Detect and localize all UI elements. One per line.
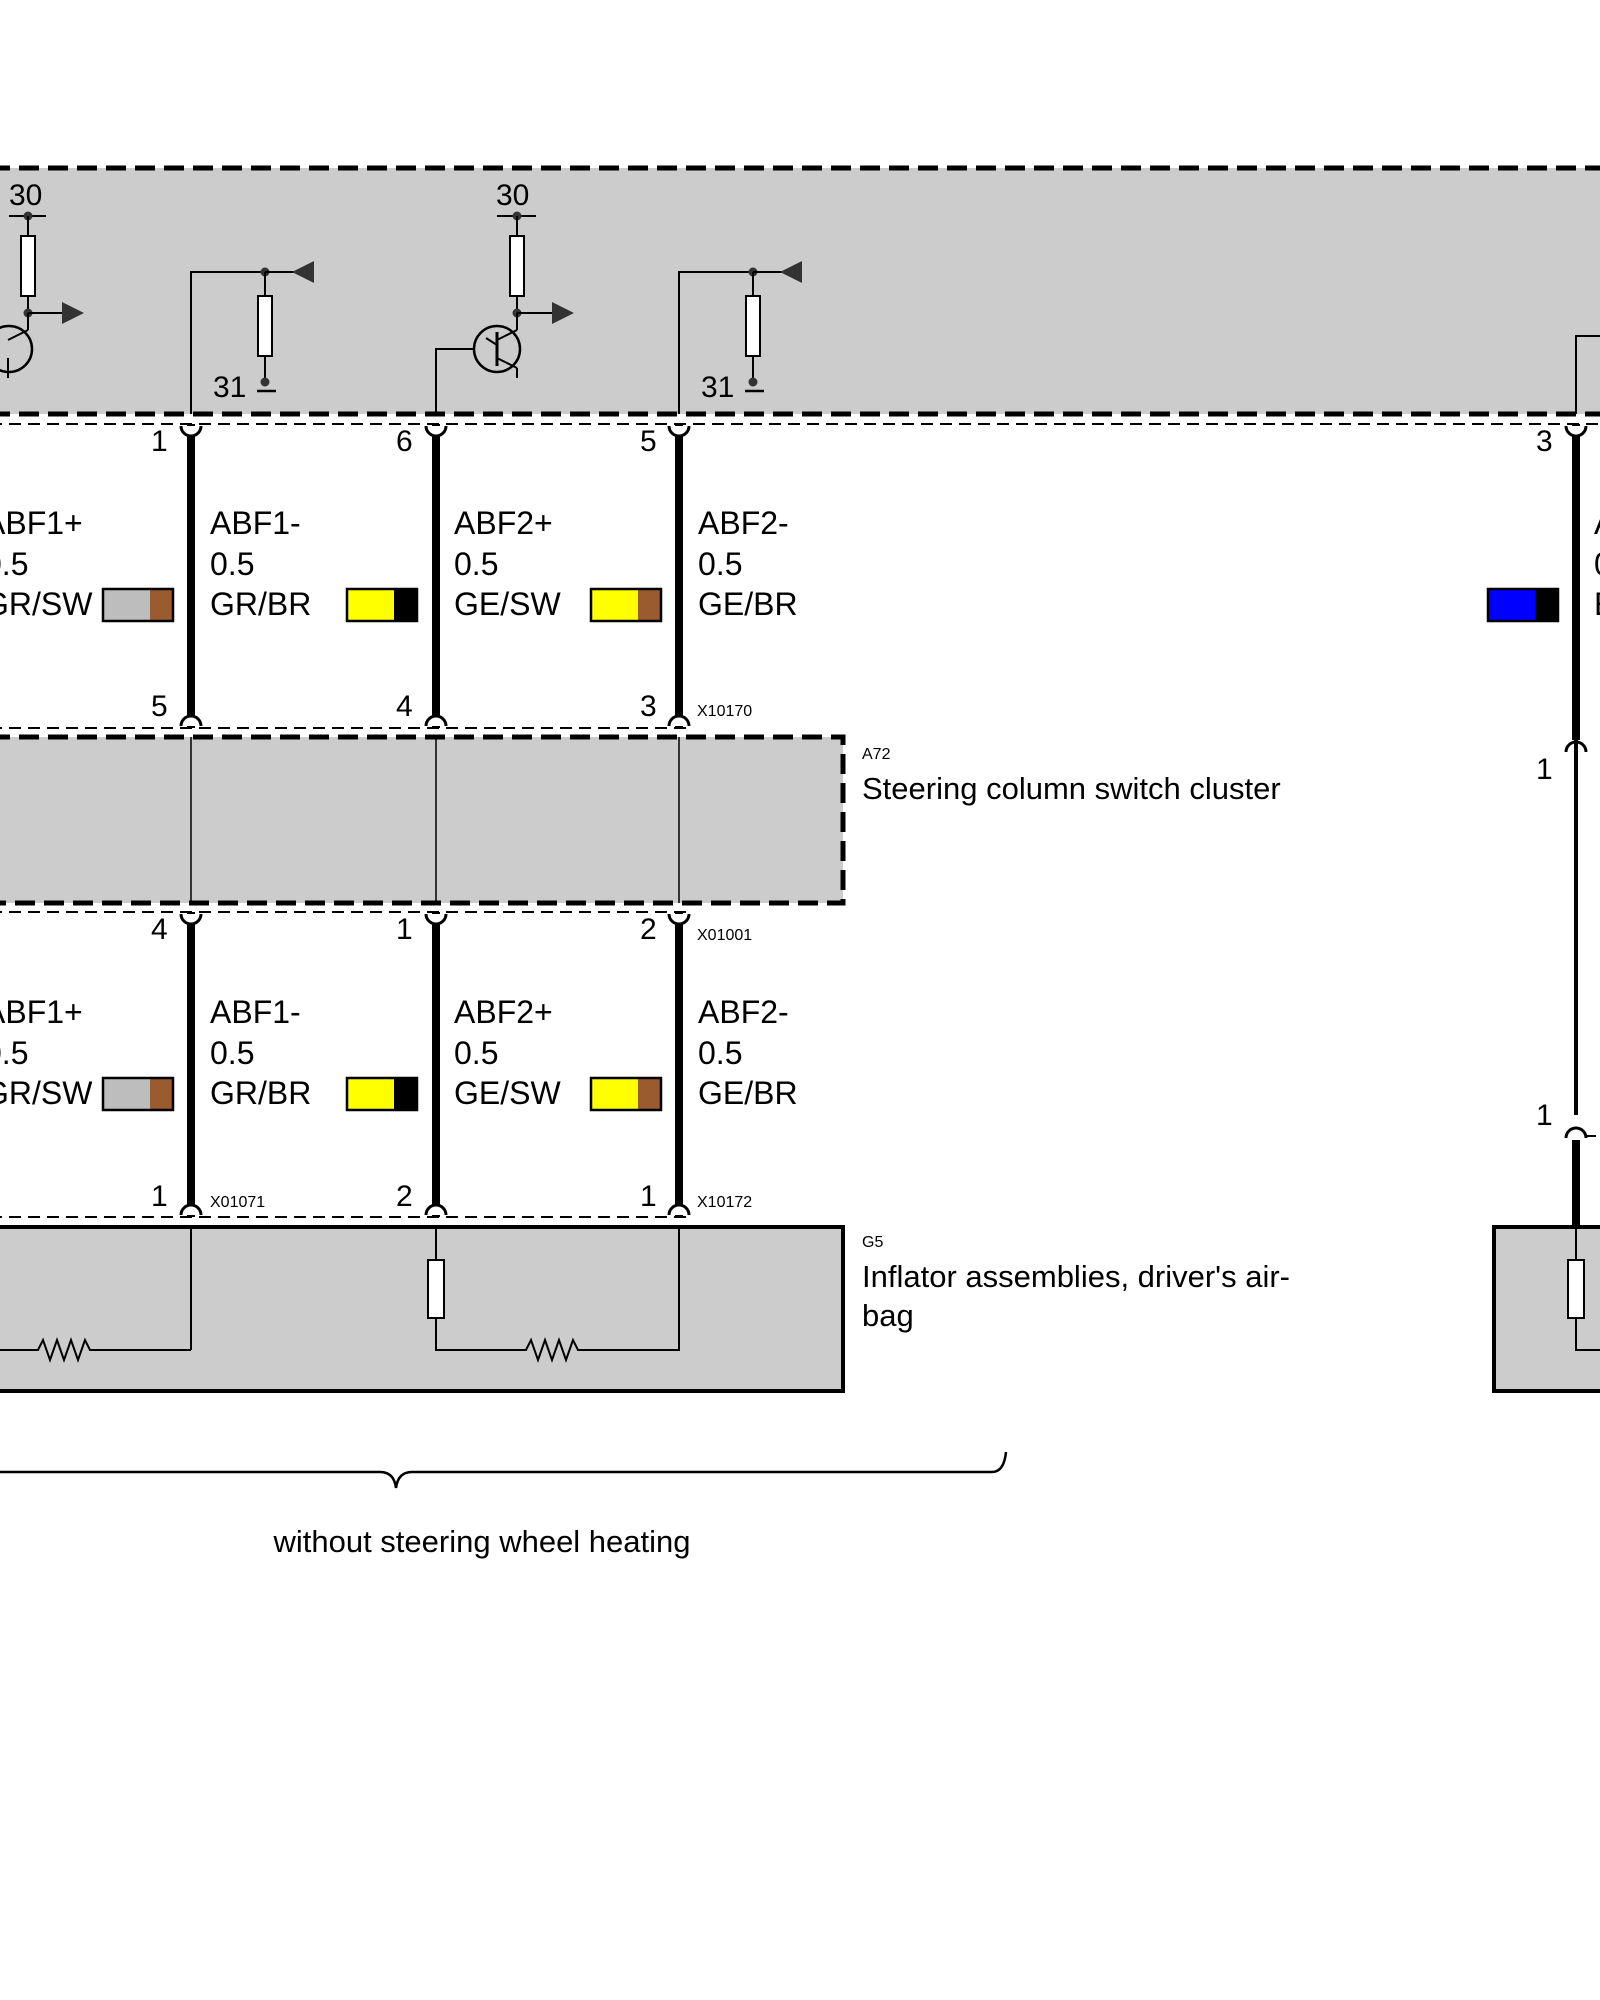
svg-text:E: E: [1594, 586, 1600, 622]
pin-label: 1: [151, 425, 168, 458]
svg-text:ABF2-: ABF2-: [698, 994, 789, 1030]
inflator-assemblies: G5 Inflator assemblies, driver's air- ba…: [0, 1225, 1290, 1393]
component-title-a72: Steering column switch cluster: [862, 771, 1281, 806]
pin-label: 3: [640, 690, 657, 723]
svg-text:GE/SW: GE/SW: [454, 586, 561, 622]
connector-label: X01071: [210, 1194, 265, 1211]
color-swatch: [589, 587, 663, 623]
wire-label-abf2-minus: ABF2- 0.5 GE/BR: [698, 505, 798, 622]
pin-label: 1: [396, 913, 413, 946]
connector-label: X01001: [697, 927, 752, 944]
wire-label-abf1-minus: ABF1- 0.5 GR/BR: [210, 994, 311, 1111]
resistor-left-supply: [20, 235, 36, 297]
ground-circuit-2: 31: [678, 261, 802, 414]
svg-text:ABF2+: ABF2+: [454, 505, 553, 541]
component-id-g5: G5: [862, 1234, 883, 1251]
color-swatch: [345, 1076, 419, 1112]
lower-harness: 4 1 2 1 X01001 1 2 1 X01071 X10172 ABF1+…: [0, 740, 1600, 1228]
svg-text:0.5: 0.5: [454, 1035, 498, 1071]
pin-label: 1: [640, 1180, 657, 1213]
brace-caption: without steering wheel heating: [272, 1524, 690, 1559]
wire-label-abf2-minus: ABF2- 0.5 GE/BR: [698, 994, 798, 1111]
svg-text:ABF2-: ABF2-: [698, 505, 789, 541]
resistor-right-supply: [509, 235, 525, 297]
svg-text:ABF1-: ABF1-: [210, 505, 301, 541]
arrow-icon: [62, 302, 84, 324]
svg-text:0.5: 0.5: [698, 546, 742, 582]
upper-harness: 1 6 5 3 5 4 3 1 X10170 ABF1+ 0.5 GR/SW A…: [0, 423, 1600, 786]
igniter-resistor-1: [0, 1336, 191, 1364]
color-swatch: [345, 587, 419, 623]
color-swatch: [101, 1076, 175, 1112]
svg-text:0.5: 0.5: [454, 546, 498, 582]
svg-text:0: 0: [1594, 546, 1600, 582]
wire-label-abf2-plus: ABF2+ 0.5 GE/SW: [454, 994, 561, 1111]
svg-text:GR/BR: GR/BR: [210, 1075, 311, 1111]
igniter-resistor-2: [435, 1227, 680, 1364]
inflator-assemblies-right-partial: [1492, 1225, 1600, 1393]
pin-label: 4: [396, 690, 413, 723]
resistor-ground-2: [745, 295, 761, 357]
arrow-icon: [552, 302, 574, 324]
color-swatch: [101, 587, 175, 623]
supply-circuit-left: 30: [0, 179, 84, 378]
svg-text:ABF1-: ABF1-: [210, 994, 301, 1030]
supply-30-label-right: 30: [496, 179, 529, 212]
resistor-ground-1: [257, 295, 273, 357]
resistor-inflator: [427, 1259, 445, 1319]
pin-label: 5: [151, 690, 168, 723]
color-swatch: [1486, 587, 1560, 623]
steering-column-switch-cluster: A72 Steering column switch cluster: [0, 734, 1281, 906]
ground-circuit-1: 31: [190, 261, 314, 414]
pin-label: 4: [151, 913, 168, 946]
svg-text:0.5: 0.5: [210, 546, 254, 582]
svg-text:0.5: 0.5: [210, 1035, 254, 1071]
pin-label: 6: [396, 425, 413, 458]
pin-label: 5: [640, 425, 657, 458]
component-title-g5-cont: bag: [862, 1298, 914, 1333]
pin-label: 1: [1536, 753, 1553, 786]
control-unit: 30 31: [0, 165, 1600, 417]
pin-label: 2: [640, 913, 657, 946]
signal-arrow-icon: [292, 261, 314, 283]
supply-circuit-right: 30: [435, 179, 574, 414]
wire-label-abf1-plus: ABF1+ 0.5 GR/SW: [0, 505, 93, 622]
svg-text:0.5: 0.5: [0, 1035, 28, 1071]
connector-label: X10172: [697, 1194, 752, 1211]
signal-arrow-icon: [780, 261, 802, 283]
pin-label: 1: [151, 1180, 168, 1213]
svg-text:GE/SW: GE/SW: [454, 1075, 561, 1111]
wire-label-abf1-minus: ABF1- 0.5 GR/BR: [210, 505, 311, 622]
svg-text:0.5: 0.5: [0, 546, 28, 582]
wire-label-right-fragment: A 0 E: [1594, 505, 1600, 622]
ground-31-label-right: 31: [701, 371, 734, 404]
svg-text:GR/BR: GR/BR: [210, 586, 311, 622]
component-id-a72: A72: [862, 746, 891, 763]
svg-text:GE/BR: GE/BR: [698, 1075, 798, 1111]
svg-text:0.5: 0.5: [698, 1035, 742, 1071]
svg-text:ABF1+: ABF1+: [0, 505, 83, 541]
pin-label: 3: [1536, 425, 1553, 458]
supply-30-label-left: 30: [9, 179, 42, 212]
color-swatch: [589, 1076, 663, 1112]
svg-text:GE/BR: GE/BR: [698, 586, 798, 622]
svg-text:GR/SW: GR/SW: [0, 1075, 93, 1111]
svg-text:ABF2+: ABF2+: [454, 994, 553, 1030]
pin-label: 1: [1536, 1099, 1553, 1132]
svg-text:ABF1+: ABF1+: [0, 994, 83, 1030]
option-brace: without steering wheel heating: [0, 1451, 1008, 1559]
component-title-g5: Inflator assemblies, driver's air-: [862, 1259, 1290, 1294]
svg-text:GR/SW: GR/SW: [0, 586, 93, 622]
svg-text:A: A: [1594, 505, 1600, 541]
connector-label: X10170: [697, 703, 752, 720]
pin-label: 2: [396, 1180, 413, 1213]
wire-label-abf1-plus: ABF1+ 0.5 GR/SW: [0, 994, 93, 1111]
ground-31-label-left: 31: [213, 371, 246, 404]
wire-label-abf2-plus: ABF2+ 0.5 GE/SW: [454, 505, 561, 622]
